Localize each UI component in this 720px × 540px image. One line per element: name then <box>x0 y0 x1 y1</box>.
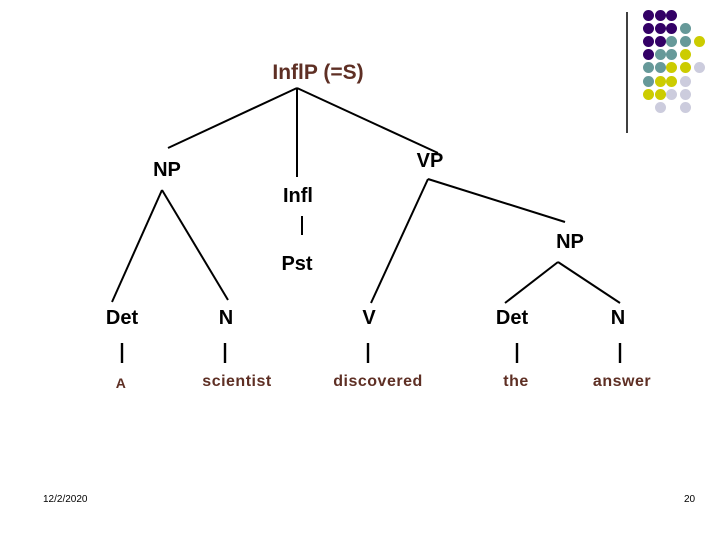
footer-page-number: 20 <box>684 494 696 505</box>
tree-node-n-subject: N <box>218 307 234 329</box>
decorative-dot <box>679 101 691 113</box>
leaf-word-det-object: the <box>503 373 529 390</box>
decorative-dot <box>679 62 691 74</box>
decorative-dot <box>666 75 677 87</box>
decorative-dot <box>666 35 677 47</box>
decorative-dot <box>654 101 666 113</box>
tree-node-np-subject: NP <box>153 159 181 181</box>
edge-np-subject-det <box>111 189 163 303</box>
decorative-dot <box>654 75 666 87</box>
edge-vp-np-object <box>427 178 566 223</box>
tree-node-det-subject: Det <box>105 307 139 329</box>
tree-node-vp: VP <box>416 150 444 172</box>
decorative-dot <box>679 88 691 100</box>
decorative-dot <box>654 35 666 47</box>
decorative-dot <box>679 49 691 61</box>
tree-node-pst: Pst <box>281 253 313 275</box>
decorative-dot <box>654 22 666 34</box>
leaf-word-det-subject: A <box>115 375 127 391</box>
decorative-dot <box>666 62 677 74</box>
decorative-dot <box>642 75 654 87</box>
edge-np-subject-n <box>161 189 229 301</box>
tree-node-np-object: NP <box>556 231 584 253</box>
tree-node-root: InflP (=S) <box>272 61 364 84</box>
tree-node-det-object: Det <box>495 307 529 329</box>
leaf-word-n-subject: scientist <box>202 373 272 390</box>
decorative-dot <box>666 22 677 34</box>
tree-node-infl: Infl <box>283 185 313 207</box>
decorative-dot <box>694 62 705 74</box>
edge-np-object-n <box>557 261 621 304</box>
decorative-dot <box>654 9 666 21</box>
footer-date: 12/2/2020 <box>43 494 88 505</box>
decorative-dot <box>642 49 654 61</box>
decorative-dot <box>666 49 677 61</box>
decorative-dot <box>666 88 677 100</box>
decorative-dot <box>642 35 654 47</box>
decorative-dot <box>679 22 691 34</box>
decorative-dot <box>642 88 654 100</box>
leaf-word-v: discovered <box>333 373 423 390</box>
edge-root-np-subject <box>167 87 298 149</box>
decorative-dot <box>666 9 677 21</box>
decorative-dot <box>679 35 691 47</box>
decorative-dot <box>654 62 666 74</box>
decorative-dot <box>679 75 691 87</box>
edge-vp-v <box>370 178 429 304</box>
decorative-dot <box>642 62 654 74</box>
edge-root-vp <box>296 87 439 154</box>
edge-np-object-det <box>504 261 559 304</box>
tree-node-v: V <box>362 307 376 329</box>
leaf-word-n-object: answer <box>592 373 652 390</box>
decorative-dot <box>694 35 705 47</box>
decorative-dot <box>654 49 666 61</box>
decorative-dot <box>654 88 666 100</box>
tree-node-n-object: N <box>610 307 626 329</box>
decorative-dot <box>642 22 654 34</box>
decorative-dot <box>642 9 654 21</box>
